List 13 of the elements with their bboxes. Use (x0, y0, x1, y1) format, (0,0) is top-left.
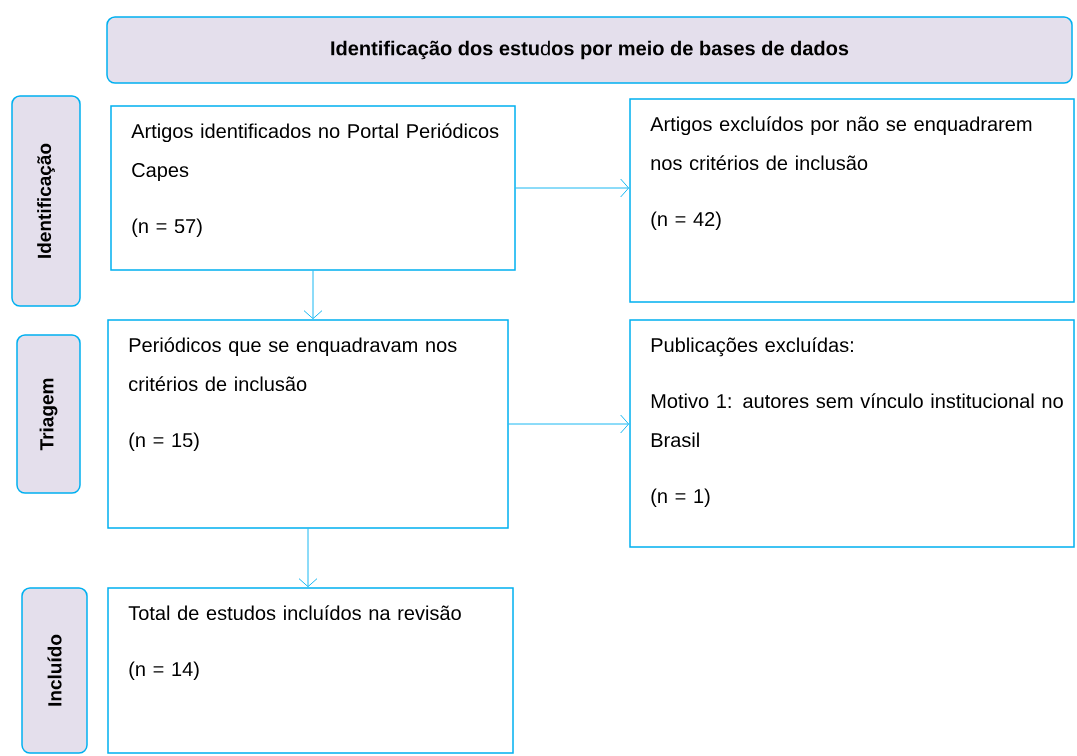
stage-label: Identificação (11, 95, 81, 307)
arrow (303, 270, 323, 320)
process-box: Publicações excluídas: Motivo 1: autores sem vínculo institucional no Brasil (n = 1) (629, 319, 1075, 548)
process-box: Total de estudos incluídos na revisão (n = 14) (107, 587, 514, 754)
process-box: Periódicos que se enquadravam nos critérios de inclusão (n = 15) (107, 319, 509, 529)
process-box: Artigos identificados no Portal Periódicos Capes (n = 57) (110, 105, 516, 271)
arrow (515, 178, 630, 198)
header-box: Identificação dos estudos por meio de bases de dados (106, 16, 1073, 84)
arrow (508, 414, 630, 434)
stage-label: Incluído (21, 587, 88, 754)
arrow (298, 528, 318, 588)
process-box: Artigos excluídos por não se enquadrarem nos critérios de inclusão (n = 42) (629, 98, 1075, 303)
stage-label: Triagem (16, 334, 81, 494)
